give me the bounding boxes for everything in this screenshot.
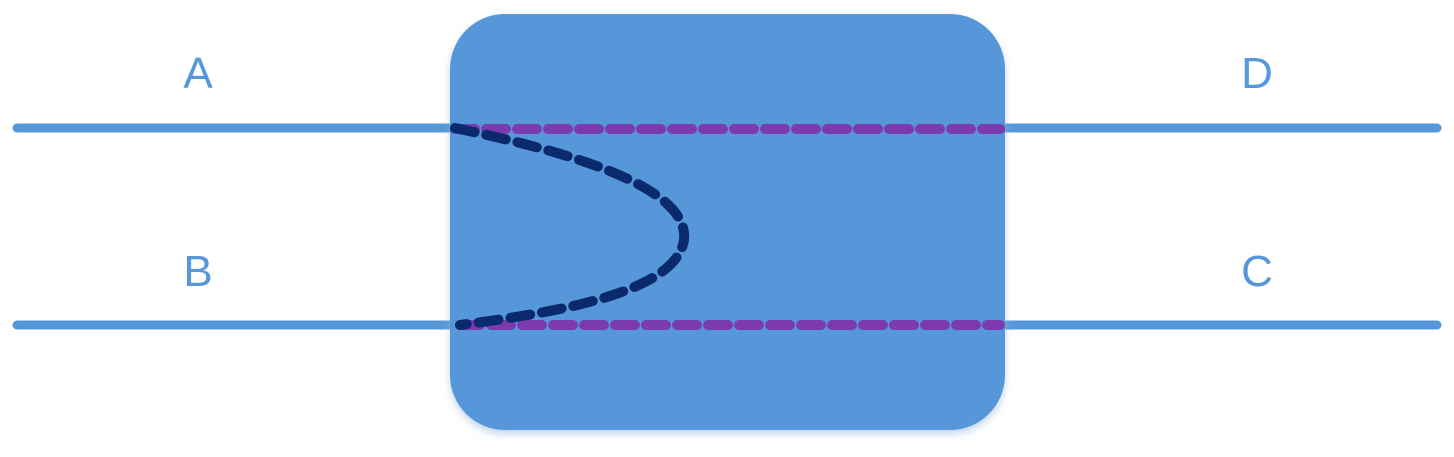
coupler-box: [450, 14, 1005, 430]
coupled-path-curve: [450, 123, 690, 330]
port-label-a: A: [183, 49, 213, 98]
port-label-c: C: [1241, 247, 1273, 296]
port-label-d: D: [1241, 49, 1273, 98]
port-label-b: B: [183, 247, 213, 296]
